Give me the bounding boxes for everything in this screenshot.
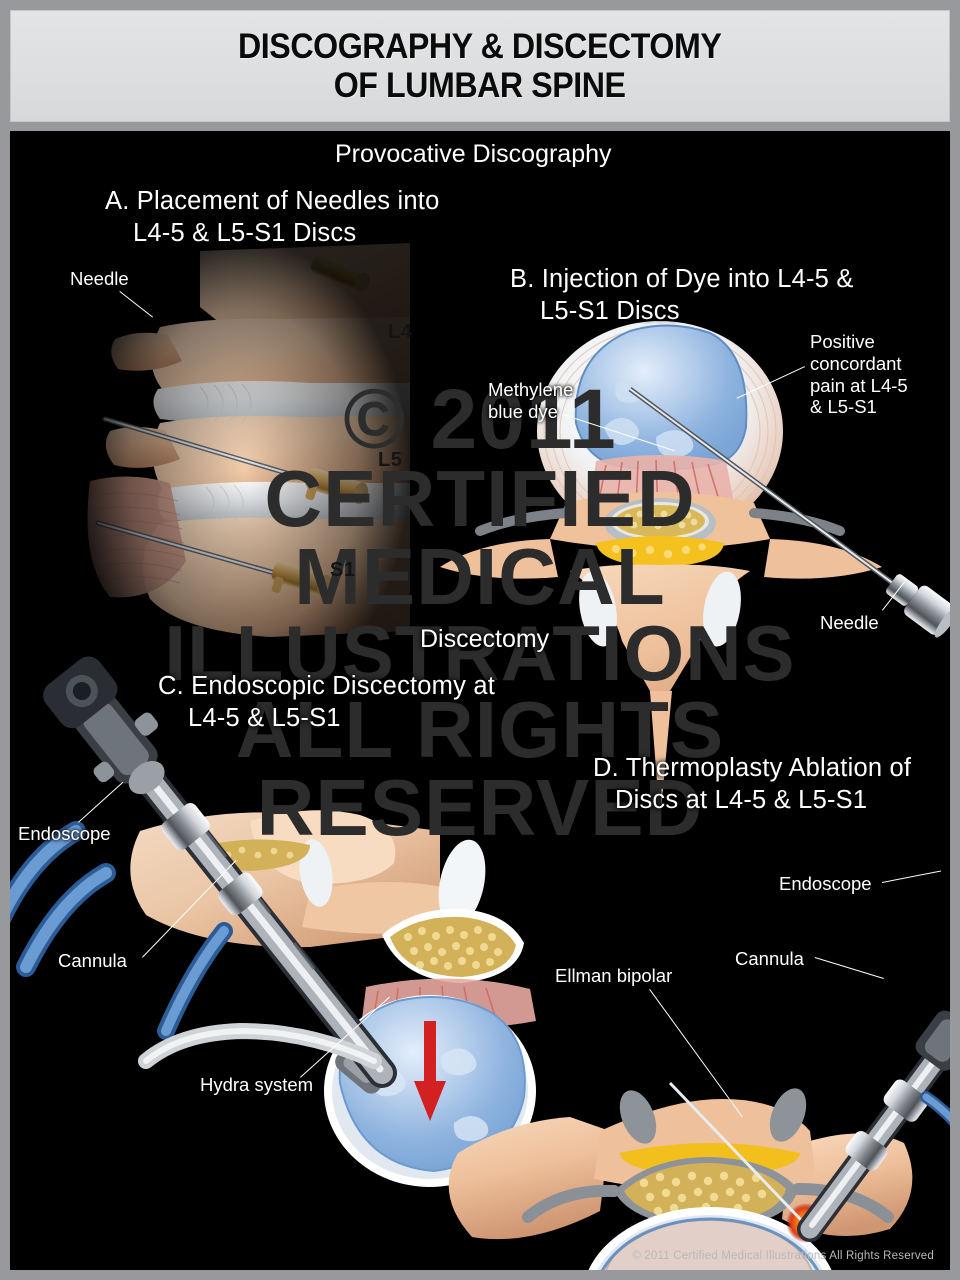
panel-d-heading: D. Thermoplasty Ablation of Discs at L4-… bbox=[593, 752, 911, 816]
label-needle-panel-a: Needle bbox=[70, 268, 129, 289]
label-l5: L5 bbox=[378, 449, 403, 471]
label-cannula-panel-c: Cannula bbox=[58, 950, 127, 971]
panel-a-lateral-spine-illustration bbox=[10, 241, 950, 1270]
panel-c-heading: C. Endoscopic Discectomy at L4-5 & L5-S1 bbox=[158, 670, 495, 734]
label-layer: Provocative Discography Discectomy A. Pl… bbox=[10, 131, 950, 1270]
footer-copyright: © 2011 Certified Medical Illustrations A… bbox=[632, 1250, 934, 1262]
label-s1: S1 bbox=[330, 559, 356, 581]
title-line-2: OF LUMBAR SPINE bbox=[334, 66, 626, 105]
panel-b-heading-line-2: L5-S1 Discs bbox=[540, 297, 680, 326]
panel-c-endoscope-head bbox=[10, 656, 233, 1040]
panel-b-needle bbox=[628, 386, 950, 638]
label-l4: L4 bbox=[388, 321, 413, 343]
panel-a-spine-group bbox=[80, 241, 410, 701]
illustration-canvas: © 2011 CERTIFIED MEDICAL ILLUSTRATIONS A… bbox=[10, 131, 950, 1270]
panel-b-heading: B. Injection of Dye into L4-5 & L5-S1 Di… bbox=[510, 263, 854, 327]
panel-a-heading-line-1: A. Placement of Needles into bbox=[105, 187, 440, 215]
section-heading-discectomy: Discectomy bbox=[420, 625, 550, 653]
panel-c-heading-line-2: L4-5 & L5-S1 bbox=[188, 704, 341, 733]
panel-b-axial-vertebra-illustration bbox=[440, 321, 950, 821]
panel-a-heading: A. Placement of Needles into L4-5 & L5-S… bbox=[105, 185, 439, 249]
label-needle-panel-b: Needle bbox=[820, 612, 879, 633]
panel-d-heading-line-2: Discs at L4-5 & L5-S1 bbox=[615, 786, 868, 815]
title-line-1: DISCOGRAPHY & DISCECTOMY bbox=[238, 26, 722, 66]
panel-d-cannula bbox=[797, 1030, 950, 1242]
label-methylene-blue-dye: Methylene blue dye bbox=[488, 379, 574, 422]
panel-d-endoscope-head bbox=[915, 1010, 950, 1126]
panel-d-heading-line-1: D. Thermoplasty Ablation of bbox=[593, 754, 912, 782]
panel-c-heading-line-1: C. Endoscopic Discectomy at bbox=[158, 672, 496, 700]
label-endoscope-panel-c: Endoscope bbox=[18, 823, 111, 844]
poster-title-bar: DISCOGRAPHY & DISCECTOMY OF LUMBAR SPINE bbox=[10, 10, 950, 122]
section-heading-provocative-discography: Provocative Discography bbox=[335, 140, 612, 168]
artwork-layer bbox=[10, 131, 950, 1270]
panel-c-cannula bbox=[115, 740, 397, 1088]
panel-d-thermoplasty-illustration bbox=[448, 1010, 950, 1270]
panel-b-heading-line-1: B. Injection of Dye into L4-5 & bbox=[510, 265, 854, 293]
panel-a-heading-line-2: L4-5 & L5-S1 Discs bbox=[133, 219, 357, 248]
label-positive-concordant-pain: Positive concordant pain at L4-5 & L5-S1 bbox=[810, 331, 908, 418]
panel-c-red-arrow bbox=[414, 1021, 446, 1121]
label-hydra-system: Hydra system bbox=[200, 1074, 314, 1095]
panel-c-endoscopic-discectomy-illustration bbox=[10, 656, 536, 1187]
label-endoscope-panel-d: Endoscope bbox=[779, 873, 872, 894]
label-cannula-panel-d: Cannula bbox=[735, 948, 804, 969]
label-ellman-bipolar: Ellman bipolar bbox=[555, 965, 673, 986]
